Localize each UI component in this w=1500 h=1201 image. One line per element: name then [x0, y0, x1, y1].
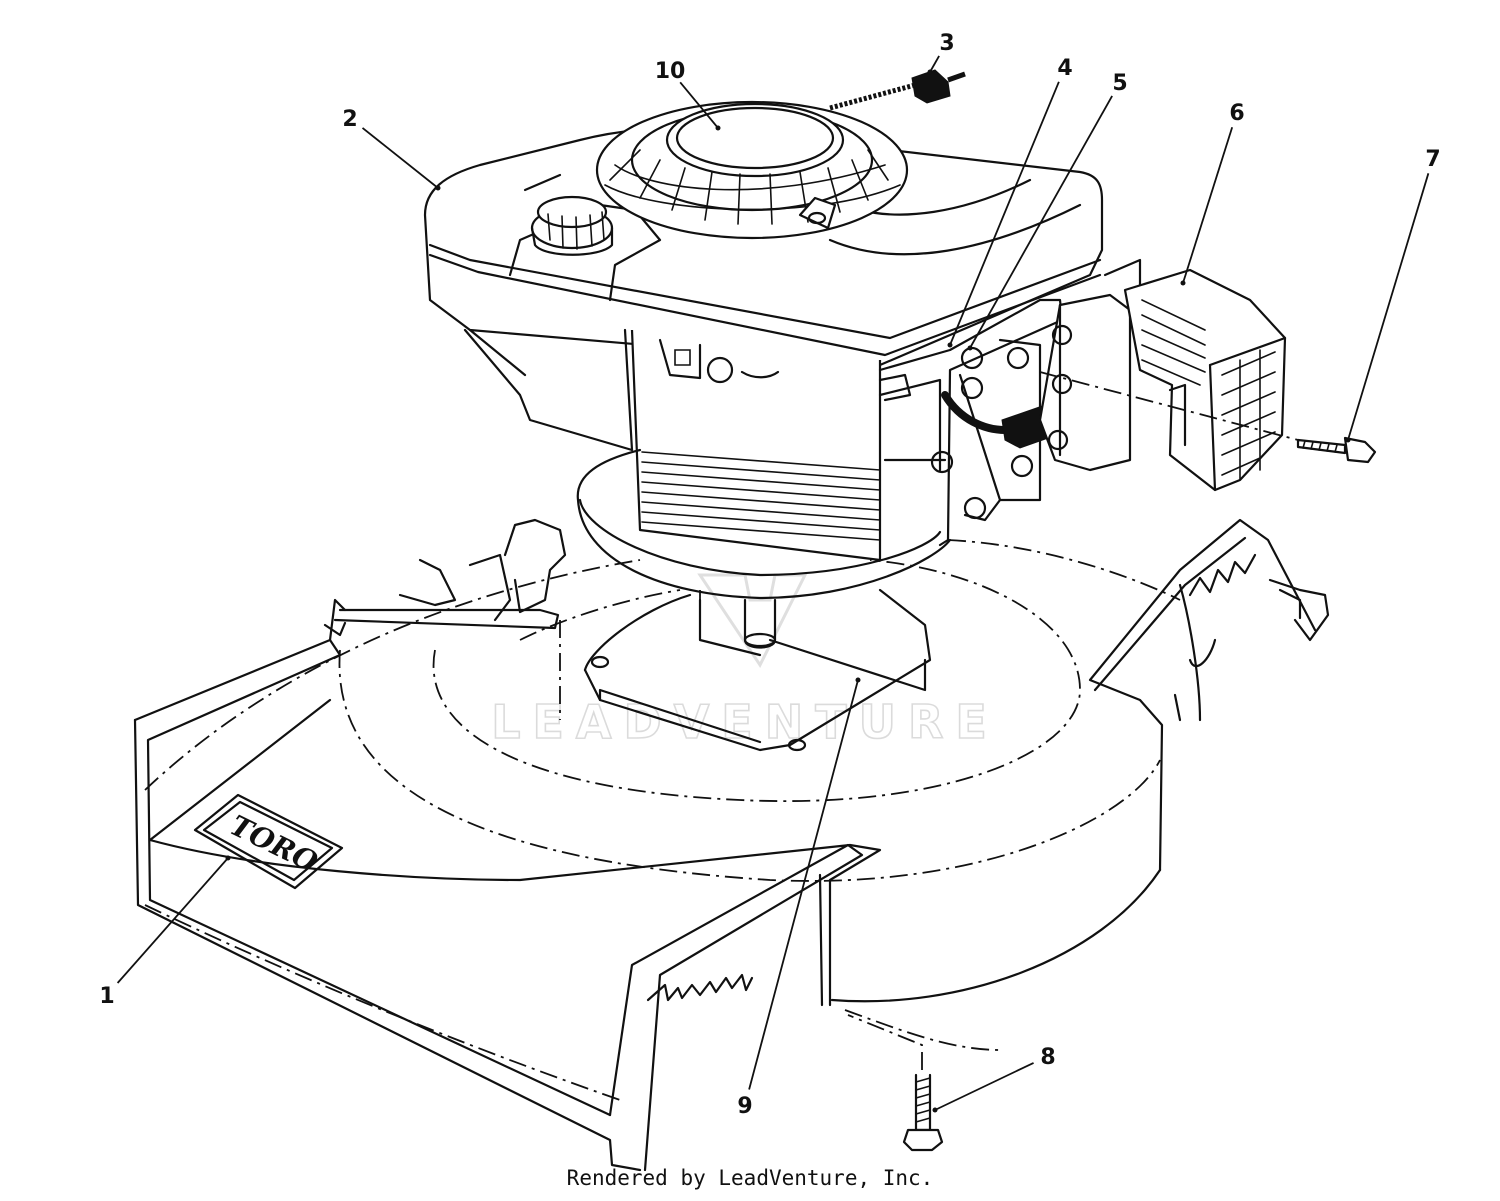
- callout-dot-1: [225, 855, 231, 861]
- fuel-cap: [530, 195, 614, 256]
- callout-leader-1: [116, 857, 229, 984]
- baffle: [583, 588, 932, 752]
- callout-number-8: 8: [1040, 1045, 1055, 1070]
- credit-text: Rendered by LeadVenture, Inc.: [566, 1166, 934, 1190]
- callout-leader-3: [929, 55, 940, 73]
- callout-number-3: 3: [939, 31, 954, 56]
- callout-dot-6: [1180, 280, 1186, 286]
- callout-number-5: 5: [1112, 71, 1127, 96]
- callout-group: 1 2 3 4 5 6 7 8 9 10: [99, 31, 1440, 1119]
- callout-dot-4: [947, 342, 953, 348]
- callout-number-6: 6: [1229, 101, 1244, 126]
- callout-leader-6: [1182, 126, 1234, 284]
- callout-dot-9: [855, 677, 861, 683]
- callout-number-9: 9: [737, 1094, 752, 1119]
- callout-leader-9: [748, 679, 859, 1090]
- guard-screw: [1296, 436, 1377, 464]
- muffler: [1038, 258, 1142, 472]
- callout-leader-8: [934, 1062, 1034, 1111]
- callout-dot-5: [967, 345, 973, 351]
- callout-dot-3: [927, 69, 933, 75]
- callout-number-2: 2: [342, 107, 357, 132]
- callout-dot-7: [1345, 437, 1351, 443]
- callout-dot-2: [435, 185, 441, 191]
- recoil-starter-cover: [595, 100, 909, 240]
- toro-nameplate: TORO: [193, 793, 344, 890]
- callout-leader-4: [949, 81, 1060, 346]
- callout-leader-10: [679, 81, 719, 129]
- engine-mount-bolt: [847, 1014, 944, 1152]
- watermark-text: LEADVENTURE: [491, 695, 999, 749]
- mower-deck: [133, 518, 1330, 1172]
- watermark: LEADVENTURE: [490, 573, 999, 750]
- muffler-guard: [1123, 268, 1287, 492]
- callout-number-4: 4: [1057, 56, 1072, 81]
- callout-number-10: 10: [655, 59, 686, 84]
- engine: [423, 100, 1142, 600]
- callout-number-1: 1: [99, 984, 114, 1009]
- callout-leader-7: [1347, 173, 1430, 441]
- callout-leader-5: [969, 95, 1113, 349]
- callout-number-7: 7: [1425, 147, 1440, 172]
- callout-leader-2: [361, 127, 439, 189]
- callout-dot-8: [932, 1107, 938, 1113]
- callout-dot-10: [715, 125, 721, 131]
- control-cable: [829, 69, 966, 111]
